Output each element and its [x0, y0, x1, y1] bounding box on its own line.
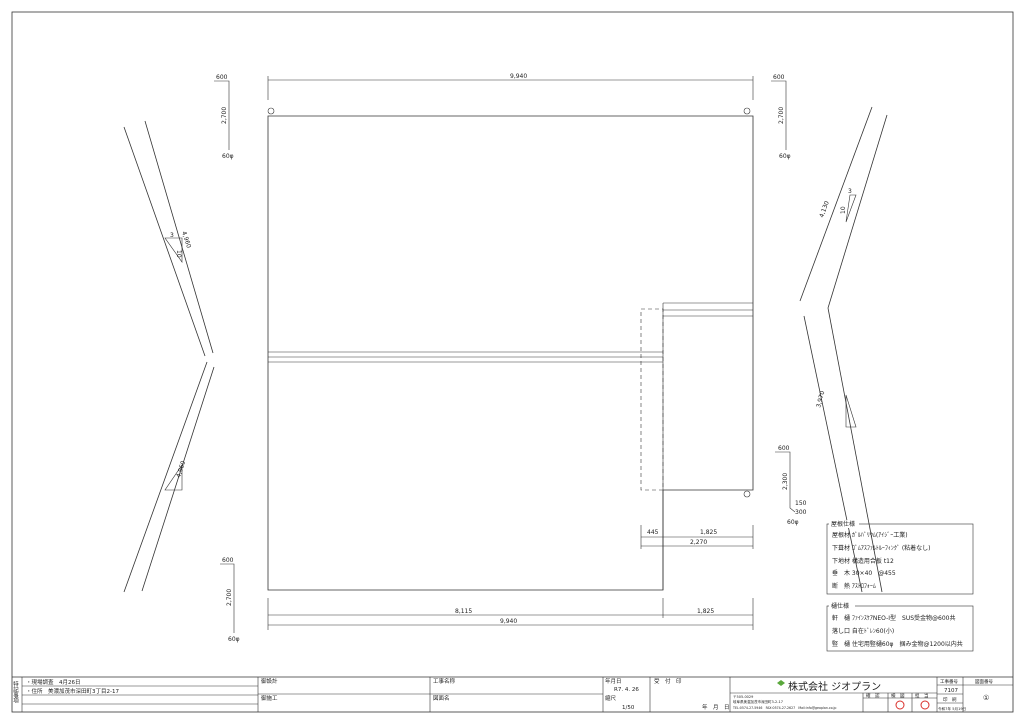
- gutter-pipe: 60φ: [787, 519, 799, 526]
- gutter-top: 600: [222, 557, 234, 564]
- downspout-marker: [743, 490, 751, 498]
- roof-spec-box: 屋根仕様 屋根材 ｶﾞﾙﾊﾞﾘｳﾑ(ｱｲｼﾞｰ工業) 下葺材 ｺﾞﾑｱｽﾌｧﾙﾄ…: [826, 520, 974, 595]
- notes-side-label: 特記事項: [12, 680, 19, 705]
- approval-label: 担 当: [915, 692, 929, 699]
- right-roof-section: 4,130 3 10 3,970: [799, 106, 888, 593]
- dashed-outline: [640, 308, 664, 491]
- company-contact: TEL:0574-27-5946 FAX:0574-27-2627 Mail:i…: [732, 706, 836, 710]
- designer-label: 御設計: [261, 677, 278, 685]
- date-label: 年月日: [605, 677, 622, 685]
- spec-line: 下地材 構造用合板 t12: [832, 557, 894, 565]
- gutter-pipe: 60φ: [228, 636, 240, 643]
- company-address: 〒505-0029: [733, 695, 753, 699]
- gutter-pipe: 60φ: [779, 153, 791, 160]
- stamp-label: 受 付 印: [654, 677, 682, 685]
- left-roof-section: 4,960 3 10 4,960: [123, 120, 215, 593]
- gutter-height: 2,700: [221, 107, 228, 124]
- gutter-profile: 600 2,700 60φ: [214, 74, 234, 160]
- date-value: R7. 4. 26: [614, 687, 639, 693]
- drawing-number: ①: [983, 694, 989, 702]
- print-date: 令和7年 5月19日: [938, 706, 966, 711]
- spec-line: 軒 樋 ﾌｧｲﾝｽｹｱNEO-Ⅰ型 SUS受金物@600共: [832, 614, 955, 622]
- dim-right-upper: 4,130: [818, 200, 831, 219]
- roof-plan: [267, 107, 754, 591]
- print-label: 印 刷: [943, 696, 957, 703]
- approval-label: 確 認: [866, 692, 880, 699]
- stamp-date: 年 月 日: [702, 703, 730, 711]
- dim-right-lower: 3,970: [815, 390, 826, 409]
- sheet-border: [11, 11, 1014, 713]
- drawing-number-label: 図面番号: [975, 678, 993, 685]
- spec-line: 断 熱 ｱｽﾄﾛﾌｫｰﾑ: [832, 582, 876, 590]
- slope-rise: 3: [848, 188, 852, 195]
- company-logo-icon: [777, 680, 785, 686]
- builder-label: 御施工: [261, 694, 278, 702]
- gutter-profile: 600 2,300 150 300 60φ: [775, 445, 807, 526]
- note-line: ・現場調査 4月26日: [26, 678, 81, 686]
- company-address: 岐阜県美濃加茂市深田町3-2-17: [733, 699, 783, 704]
- spec-line: 竪 樋 住宅用竪樋60φ 掴み金物@1200以内共: [832, 640, 963, 648]
- dim-side-short: 445: [647, 529, 659, 536]
- dim-bottom-left: 8,115: [455, 608, 472, 615]
- dim-overall-width: 9,940: [510, 73, 527, 80]
- spec-line: 下葺材 ｺﾞﾑｱｽﾌｧﾙﾄﾙｰﾌｨﾝｸﾞ (粘着なし): [832, 544, 931, 552]
- gutter-height: 2,700: [778, 107, 785, 124]
- project-label: 工事名称: [433, 677, 456, 685]
- company-name: 株式会社 ジオプラン: [788, 680, 881, 693]
- gutter-spec-box: 樋仕様 軒 樋 ﾌｧｲﾝｽｹｱNEO-Ⅰ型 SUS受金物@600共 落し口 自在…: [826, 602, 974, 652]
- roof-spec-title: 屋根仕様: [831, 520, 855, 528]
- gutter-extra: 150: [795, 500, 807, 507]
- dim-left-lower: 4,960: [175, 460, 187, 479]
- gutter-profile: 600 2,700 60φ: [220, 557, 240, 643]
- dimensions: 9,940 8,115 1,825 9,940 445 1,825 2,270: [267, 73, 754, 630]
- scale-label: 縮尺: [605, 694, 617, 702]
- slope-run: 10: [175, 250, 182, 258]
- downspout-marker: [743, 107, 751, 115]
- approval-stamp: [920, 700, 930, 710]
- gutter-top: 600: [778, 445, 790, 452]
- downspout-marker: [267, 107, 275, 115]
- note-line: ・住所 美濃加茂市深田町3丁目2-17: [26, 687, 119, 695]
- job-number-label: 工事番号: [940, 678, 958, 685]
- title-block: 特記事項 ・現場調査 4月26日 ・住所 美濃加茂市深田町3丁目2-17 御設計…: [12, 676, 1013, 712]
- gutter-height: 2,300: [782, 473, 789, 490]
- dim-side-long: 1,825: [700, 529, 717, 536]
- approval-label: 検 図: [891, 692, 905, 699]
- spec-line: 屋根材 ｶﾞﾙﾊﾞﾘｳﾑ(ｱｲｼﾞｰ工業): [832, 531, 908, 539]
- approval-stamp: [895, 700, 905, 710]
- spec-line: 落し口 自在ﾄﾞﾚﾝ60(小): [832, 627, 894, 635]
- gutter-spec-title: 樋仕様: [831, 602, 849, 610]
- gutter-pipe: 60φ: [222, 153, 234, 160]
- gutter-extra: 300: [795, 509, 807, 516]
- dim-bottom-right: 1,825: [697, 608, 714, 615]
- gutter-height: 2,700: [226, 589, 233, 606]
- drawing-name-label: 図面名: [433, 694, 450, 702]
- spec-line: 垂 木 30×40 @455: [832, 569, 896, 577]
- gutter-top: 600: [216, 74, 228, 81]
- gutter-profile: 600 2,700 60φ: [771, 74, 791, 160]
- slope-rise: 3: [170, 232, 174, 239]
- gutter-top: 600: [773, 74, 785, 81]
- dim-side-total: 2,270: [690, 539, 707, 546]
- slope-run: 10: [840, 206, 847, 214]
- dim-bottom-total: 9,940: [500, 618, 517, 625]
- scale-value: 1/50: [622, 705, 635, 711]
- job-number: 7107: [944, 688, 958, 694]
